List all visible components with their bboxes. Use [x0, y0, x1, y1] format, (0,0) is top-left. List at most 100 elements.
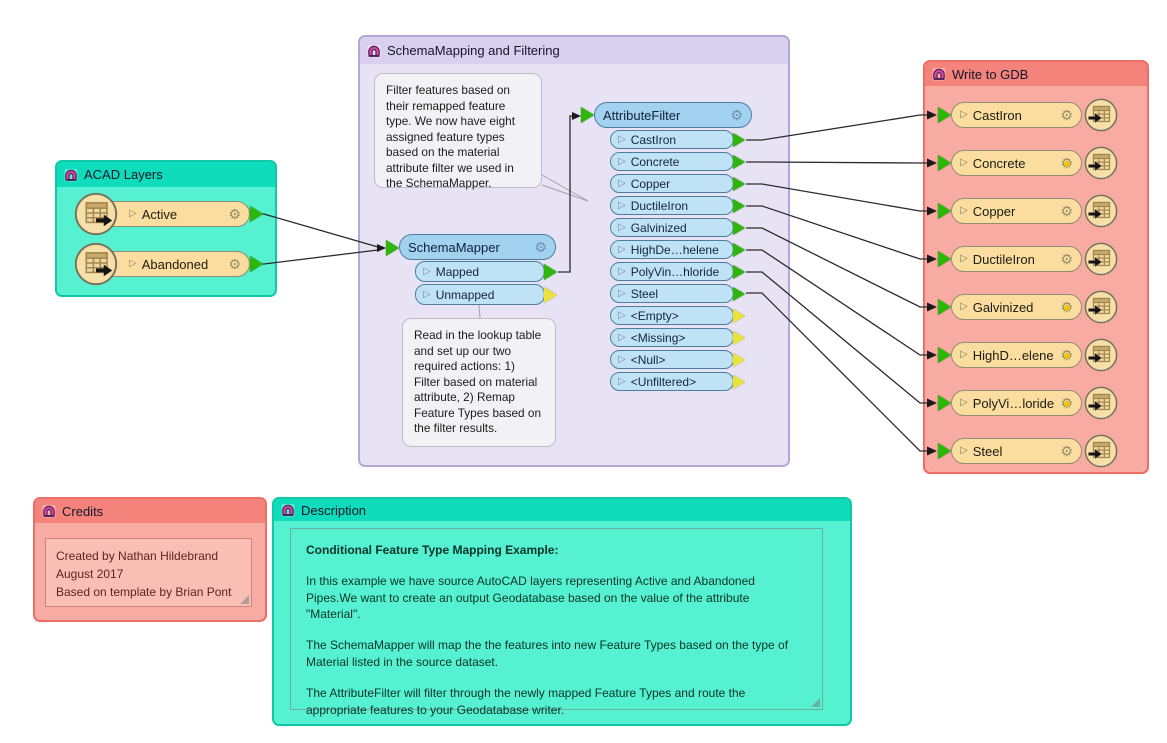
attributefilter-port-polyvinyl[interactable]: ▷ PolyVin…hloride: [610, 262, 745, 281]
writer-input-connector[interactable]: [938, 251, 951, 267]
bookmark-description[interactable]: Description: [272, 497, 852, 726]
reader-table-icon[interactable]: [74, 242, 118, 286]
gear-icon[interactable]: ⚙: [1060, 347, 1073, 363]
gear-icon[interactable]: ⚙: [1060, 443, 1073, 459]
annotation-attributefilter[interactable]: Filter features based on their remapped …: [374, 73, 542, 190]
port-out-connector[interactable]: [733, 177, 745, 191]
reader-node-active[interactable]: ▷ Active ⚙: [74, 192, 264, 236]
connection-galvinized[interactable]: [746, 227, 927, 308]
port-out-connector[interactable]: [733, 221, 745, 235]
gear-icon[interactable]: ⚙: [730, 107, 743, 123]
port-out-connector[interactable]: [544, 287, 557, 303]
writer-input-connector[interactable]: [938, 347, 951, 363]
annotation-schemamapper[interactable]: Read in the lookup table and set up our …: [402, 318, 556, 447]
gear-icon[interactable]: ⚙: [1060, 155, 1073, 171]
port-out-connector[interactable]: [733, 133, 745, 147]
schemamapper-port-unmapped[interactable]: ▷ Unmapped: [415, 284, 557, 305]
connection-castiron[interactable]: [746, 114, 927, 141]
attributefilter-port-ductileiron[interactable]: ▷ DuctileIron: [610, 196, 745, 215]
schemamapper-input-connector[interactable]: [386, 240, 399, 256]
attributefilter-port-castiron[interactable]: ▷ CastIron: [610, 130, 745, 149]
writer-node-ductileiron[interactable]: ▷ DuctileIron ⚙: [938, 242, 1128, 276]
connection-mapped-attributefilter[interactable]: [558, 115, 573, 273]
writer-table-icon[interactable]: [1084, 386, 1118, 420]
port-out-connector[interactable]: [733, 375, 745, 389]
writer-input-connector[interactable]: [938, 107, 951, 123]
connection-highdensity[interactable]: [746, 249, 927, 356]
connection-polyvinyl[interactable]: [746, 271, 927, 404]
reader-output-connector[interactable]: [250, 256, 263, 272]
gear-icon[interactable]: ⚙: [1060, 395, 1073, 411]
attributefilter-port-copper[interactable]: ▷ Copper: [610, 174, 745, 193]
description-text-box[interactable]: Conditional Feature Type Mapping Example…: [290, 528, 823, 717]
writer-node-polyvinyl[interactable]: ▷ PolyVi…loride ⚙: [938, 386, 1128, 420]
port-out-connector[interactable]: [733, 199, 745, 213]
writer-table-icon[interactable]: [1084, 242, 1118, 276]
writer-node-castiron[interactable]: ▷ CastIron ⚙: [938, 98, 1128, 132]
writer-node-galvinized[interactable]: ▷ Galvinized ⚙: [938, 290, 1128, 324]
attributefilter-port-unfiltered[interactable]: ▷ <Unfiltered>: [610, 372, 745, 391]
attributefilter-input-connector[interactable]: [581, 107, 594, 123]
bookmark-acad-layers-header[interactable]: ACAD Layers: [57, 162, 275, 187]
writer-input-connector[interactable]: [938, 203, 951, 219]
port-out-connector[interactable]: [733, 155, 745, 169]
writer-table-icon[interactable]: [1084, 194, 1118, 228]
connection-active-schemamapper[interactable]: [250, 213, 379, 248]
gear-icon[interactable]: ⚙: [228, 256, 241, 272]
attributefilter-port-steel[interactable]: ▷ Steel: [610, 284, 745, 303]
writer-label: Galvinized: [972, 299, 1034, 315]
gear-icon[interactable]: ⚙: [228, 206, 241, 222]
port-out-connector[interactable]: [733, 309, 745, 323]
credits-text-box[interactable]: Created by Nathan Hildebrand August 2017…: [45, 538, 252, 607]
gear-icon[interactable]: ⚙: [1060, 203, 1073, 219]
writer-node-concrete[interactable]: ▷ Concrete ⚙: [938, 146, 1128, 180]
resize-handle[interactable]: [811, 698, 820, 707]
bookmark-credits-header[interactable]: Credits: [35, 499, 265, 523]
connection-copper[interactable]: [746, 183, 927, 212]
attributefilter-port-missing[interactable]: ▷ <Missing>: [610, 328, 745, 347]
port-out-connector[interactable]: [733, 265, 745, 279]
writer-table-icon[interactable]: [1084, 146, 1118, 180]
wire-arrowhead: [572, 112, 581, 120]
reader-output-connector[interactable]: [250, 206, 263, 222]
writer-node-highdensity[interactable]: ▷ HighD…elene ⚙: [938, 338, 1128, 372]
attributefilter-node[interactable]: AttributeFilter ⚙: [594, 102, 752, 128]
gear-icon[interactable]: ⚙: [534, 239, 547, 255]
attributefilter-port-empty[interactable]: ▷ <Empty>: [610, 306, 745, 325]
gear-icon[interactable]: ⚙: [1060, 299, 1073, 315]
writer-input-connector[interactable]: [938, 155, 951, 171]
bookmark-schema-mapping-header[interactable]: SchemaMapping and Filtering: [360, 37, 788, 64]
writer-node-copper[interactable]: ▷ Copper ⚙: [938, 194, 1128, 228]
port-out-connector[interactable]: [733, 331, 745, 345]
connection-steel[interactable]: [746, 292, 927, 452]
connection-ductileiron[interactable]: [746, 205, 927, 260]
attributefilter-port-null[interactable]: ▷ <Null>: [610, 350, 745, 369]
connection-abandoned-schemamapper[interactable]: [250, 249, 379, 265]
gear-icon[interactable]: ⚙: [1060, 251, 1073, 267]
bookmark-description-header[interactable]: Description: [274, 499, 850, 521]
reader-table-icon[interactable]: [74, 192, 118, 236]
writer-input-connector[interactable]: [938, 299, 951, 315]
attributefilter-port-galvinized[interactable]: ▷ Galvinized: [610, 218, 745, 237]
reader-node-abandoned[interactable]: ▷ Abandoned ⚙: [74, 242, 264, 286]
port-out-connector[interactable]: [733, 353, 745, 367]
attributefilter-port-highdensity[interactable]: ▷ HighDe…helene: [610, 240, 745, 259]
writer-table-icon[interactable]: [1084, 290, 1118, 324]
schemamapper-node[interactable]: SchemaMapper ⚙: [399, 234, 556, 260]
writer-table-icon[interactable]: [1084, 338, 1118, 372]
gear-icon[interactable]: ⚙: [1060, 107, 1073, 123]
writer-table-icon[interactable]: [1084, 98, 1118, 132]
connection-concrete[interactable]: [746, 161, 927, 164]
resize-handle[interactable]: [240, 595, 249, 604]
attributefilter-port-concrete[interactable]: ▷ Concrete: [610, 152, 745, 171]
bookmark-write-gdb-header[interactable]: Write to GDB: [925, 62, 1147, 86]
writer-node-steel[interactable]: ▷ Steel ⚙: [938, 434, 1128, 468]
port-out-connector[interactable]: [733, 243, 745, 257]
writer-input-connector[interactable]: [938, 443, 951, 459]
port-out-connector[interactable]: [733, 287, 745, 301]
writer-input-connector[interactable]: [938, 395, 951, 411]
port-out-connector[interactable]: [544, 264, 557, 280]
writer-table-icon[interactable]: [1084, 434, 1118, 468]
schemamapper-port-mapped[interactable]: ▷ Mapped: [415, 261, 557, 282]
